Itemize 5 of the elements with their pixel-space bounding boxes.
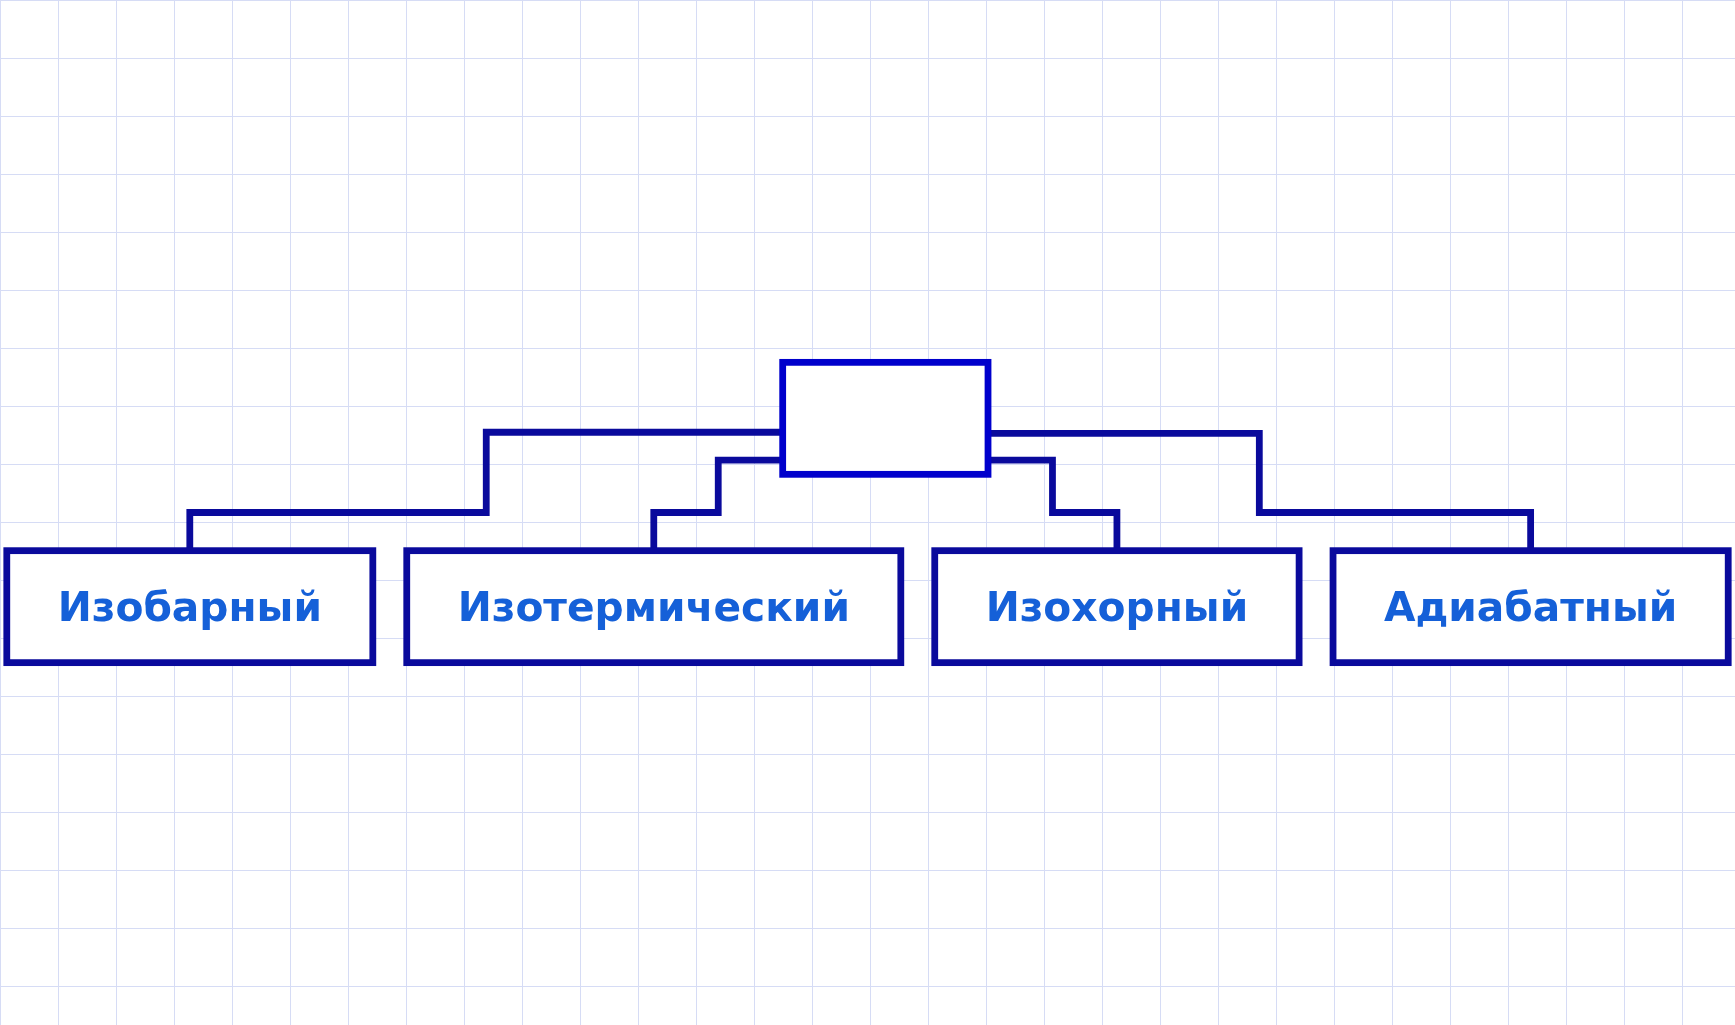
node-box: Изобарный [3,547,377,667]
node-box [779,358,992,478]
node-box: Адиабатный [1329,547,1732,667]
node-box: Изотермический [403,547,905,667]
node-box: Изохорный [931,547,1303,667]
